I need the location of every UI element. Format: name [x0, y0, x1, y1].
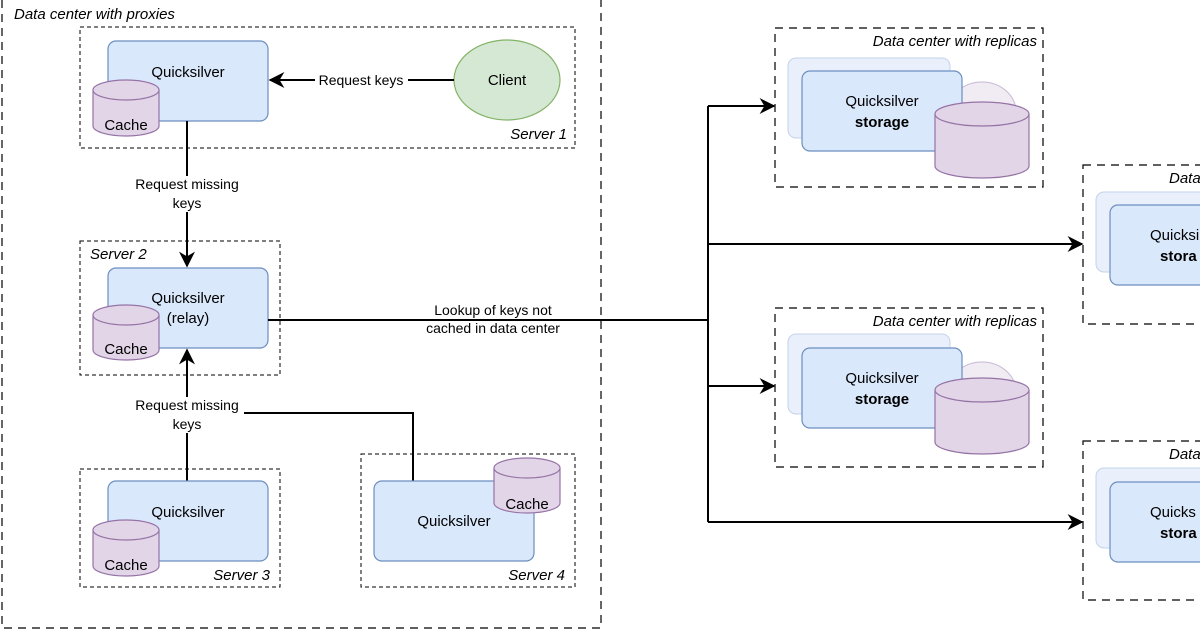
- server-2-label: Server 2: [90, 246, 147, 263]
- svg-text:Client: Client: [488, 72, 527, 89]
- server-1: Quicksilver Cache Client Server 1: [79, 26, 576, 149]
- request-keys-label: Request keys: [319, 72, 404, 88]
- svg-text:Cache: Cache: [104, 557, 147, 574]
- request-missing-label-bottom-2: keys: [173, 416, 202, 432]
- replica-dc-3-title: Data: [1169, 170, 1200, 187]
- replica-dc-2-storage-line2: storage: [855, 391, 909, 408]
- server-1-label: Server 1: [510, 126, 567, 143]
- svg-text:Cache: Cache: [104, 341, 147, 358]
- replica-dc-3-border: [1082, 164, 1200, 325]
- server-1-border: [79, 26, 576, 149]
- server-2: Server 2 Quicksilver (relay) Cache: [79, 240, 281, 376]
- replica-dc-1-storage-line2: storage: [855, 114, 909, 131]
- replica-dc-2-database-icon: [934, 377, 1030, 455]
- request-missing-label-top-2: keys: [173, 195, 202, 211]
- replica-dc-1-database-icon: [934, 101, 1030, 179]
- server-4-quicksilver-label: Quicksilver: [417, 513, 490, 530]
- replica-dc-3-storage-line2: stora: [1160, 248, 1197, 265]
- replica-dc-1-storage-line1: Quicksilver: [845, 93, 918, 110]
- replica-dc-2-storage-line1: Quicksilver: [845, 370, 918, 387]
- request-missing-label-top-1: Request missing: [135, 176, 239, 192]
- replica-dc-4-border: [1082, 440, 1200, 601]
- request-missing-label-bottom-1: Request missing: [135, 397, 239, 413]
- server-4-label: Server 4: [508, 567, 565, 584]
- server-1-cache: Cache: [92, 79, 160, 137]
- svg-text:Cache: Cache: [104, 117, 147, 134]
- proxy-dc-border: [1, 0, 602, 629]
- replica-dc-4-storage-line2: stora: [1160, 525, 1197, 542]
- lookup-label-2: cached in data center: [426, 320, 560, 336]
- server-4-cache: Cache: [493, 457, 561, 514]
- replica-dc-2-title: Data center with replicas: [873, 313, 1038, 330]
- replica-dc-3-storage-line1: Quicksil: [1150, 227, 1200, 244]
- server-2-relay-label: (relay): [167, 310, 210, 327]
- server-3-quicksilver-label: Quicksilver: [151, 504, 224, 521]
- lookup-label-1: Lookup of keys not: [434, 302, 552, 318]
- replica-dc-3: Data Quicksil stora: [1082, 164, 1200, 325]
- replica-dc-1-title: Data center with replicas: [873, 33, 1038, 50]
- replica-dc-4-title: Data: [1169, 446, 1200, 463]
- server-3-label: Server 3: [213, 567, 270, 584]
- svg-text:Cache: Cache: [505, 496, 548, 513]
- server-4-border: [360, 453, 576, 588]
- replica-dc-4-storage-line1: Quicks: [1150, 504, 1196, 521]
- client-node: Client: [453, 39, 561, 121]
- replica-dc-2-border: [774, 307, 1044, 468]
- replica-dc-2: Data center with replicas Quicksilver st…: [774, 307, 1044, 468]
- proxy-data-center: Data center with proxies Quicksilver Cac…: [1, 0, 602, 629]
- server-4-request-line: [187, 412, 414, 481]
- server-1-quicksilver-label: Quicksilver: [151, 64, 224, 81]
- server-2-border: [79, 240, 281, 376]
- replica-dc-4: Data Quicks stora: [1082, 440, 1200, 601]
- replica-dc-1-border: [774, 27, 1044, 188]
- server-2-quicksilver-label: Quicksilver: [151, 290, 224, 307]
- server-3-cache: Cache: [92, 519, 160, 577]
- replica-dc-4-storage-node: [1109, 481, 1200, 563]
- server-4: Quicksilver Cache Server 4: [360, 453, 576, 588]
- server-3-border: [79, 468, 281, 588]
- proxy-dc-title: Data center with proxies: [14, 6, 175, 23]
- lookup-routing: Lookup of keys not cached in data center: [268, 98, 1084, 530]
- server-2-cache: Cache: [92, 304, 160, 361]
- server-3: Quicksilver Cache Server 3: [79, 468, 281, 588]
- replica-dc-1: Data center with replicas Quicksilver st…: [774, 27, 1044, 188]
- replica-dc-3-storage-node: [1109, 204, 1200, 286]
